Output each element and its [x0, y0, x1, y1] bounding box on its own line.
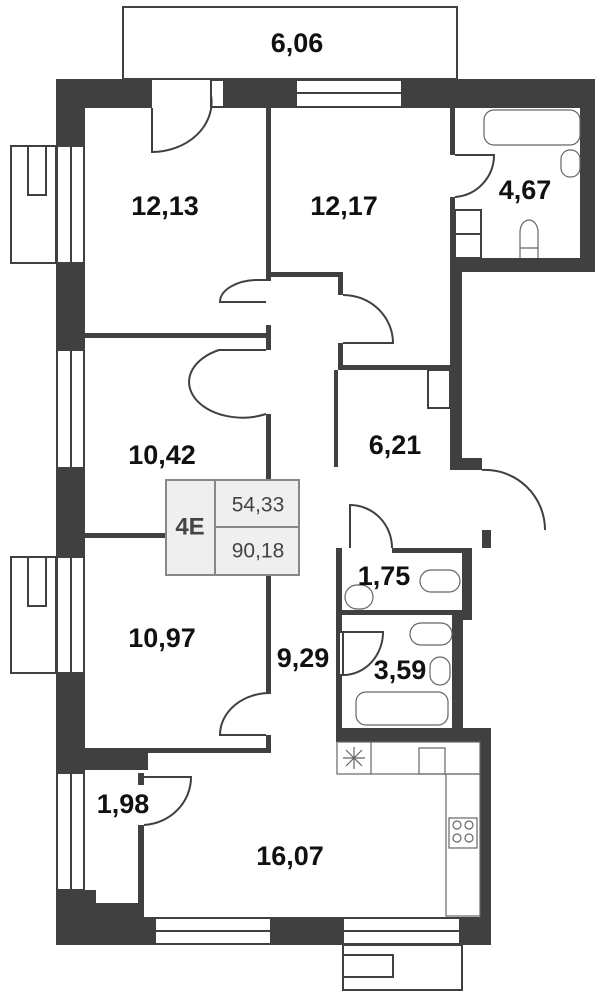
room-area-bathroom-1: 4,67 — [499, 175, 552, 205]
balcony-bottom — [342, 944, 463, 991]
room-area-kitchen-living: 16,07 — [256, 841, 324, 871]
stove-icon — [448, 817, 478, 849]
shade — [10, 145, 57, 264]
bathtub-icon — [483, 109, 581, 146]
shade — [10, 556, 57, 674]
shade — [27, 145, 47, 196]
toilet-icon — [519, 219, 539, 258]
wall — [402, 79, 595, 108]
toilet-icon — [409, 622, 453, 646]
sink-icon — [560, 149, 581, 178]
vent-icon — [343, 747, 365, 769]
living-area: 54,33 — [232, 494, 285, 517]
wall — [271, 917, 343, 945]
room-area-hall: 6,21 — [369, 430, 422, 460]
door-frame — [210, 79, 225, 108]
wall — [450, 258, 595, 272]
wall — [56, 917, 155, 945]
bathtub-icon — [355, 691, 449, 726]
wall — [56, 79, 85, 146]
room-area-bedroom-4: 10,97 — [128, 623, 196, 653]
room-area-bedroom-2: 12,17 — [310, 191, 378, 221]
wall — [56, 263, 85, 350]
room-area-loggia: 1,98 — [97, 789, 150, 819]
wall — [450, 272, 462, 464]
wall — [336, 728, 491, 742]
room-area-bathroom-2: 3,59 — [374, 655, 427, 685]
apartment-info-box: 4E 54,33 90,18 — [165, 479, 300, 576]
wall — [460, 917, 491, 945]
sink-icon — [418, 747, 446, 775]
sink-icon — [344, 584, 374, 610]
shade — [27, 556, 47, 607]
room-area-bedroom-1: 12,13 — [131, 191, 199, 221]
kitchen-counter — [445, 773, 481, 917]
room-area-balcony-top: 6,06 — [271, 28, 324, 58]
sink-icon — [429, 656, 451, 686]
wall — [480, 728, 491, 945]
room-area-corridor: 9,29 — [277, 643, 330, 673]
total-area: 90,18 — [232, 540, 285, 563]
room-area-bedroom-3: 10,42 — [128, 440, 196, 470]
wall — [56, 468, 85, 557]
room-area-wc: 1,75 — [358, 561, 411, 591]
apartment-code: 4E — [175, 513, 204, 540]
wall — [56, 753, 148, 770]
wall — [224, 79, 296, 108]
wall — [580, 79, 595, 272]
kitchen-counter — [336, 741, 481, 775]
door-balcony — [151, 94, 213, 154]
toilet-icon — [419, 569, 461, 593]
